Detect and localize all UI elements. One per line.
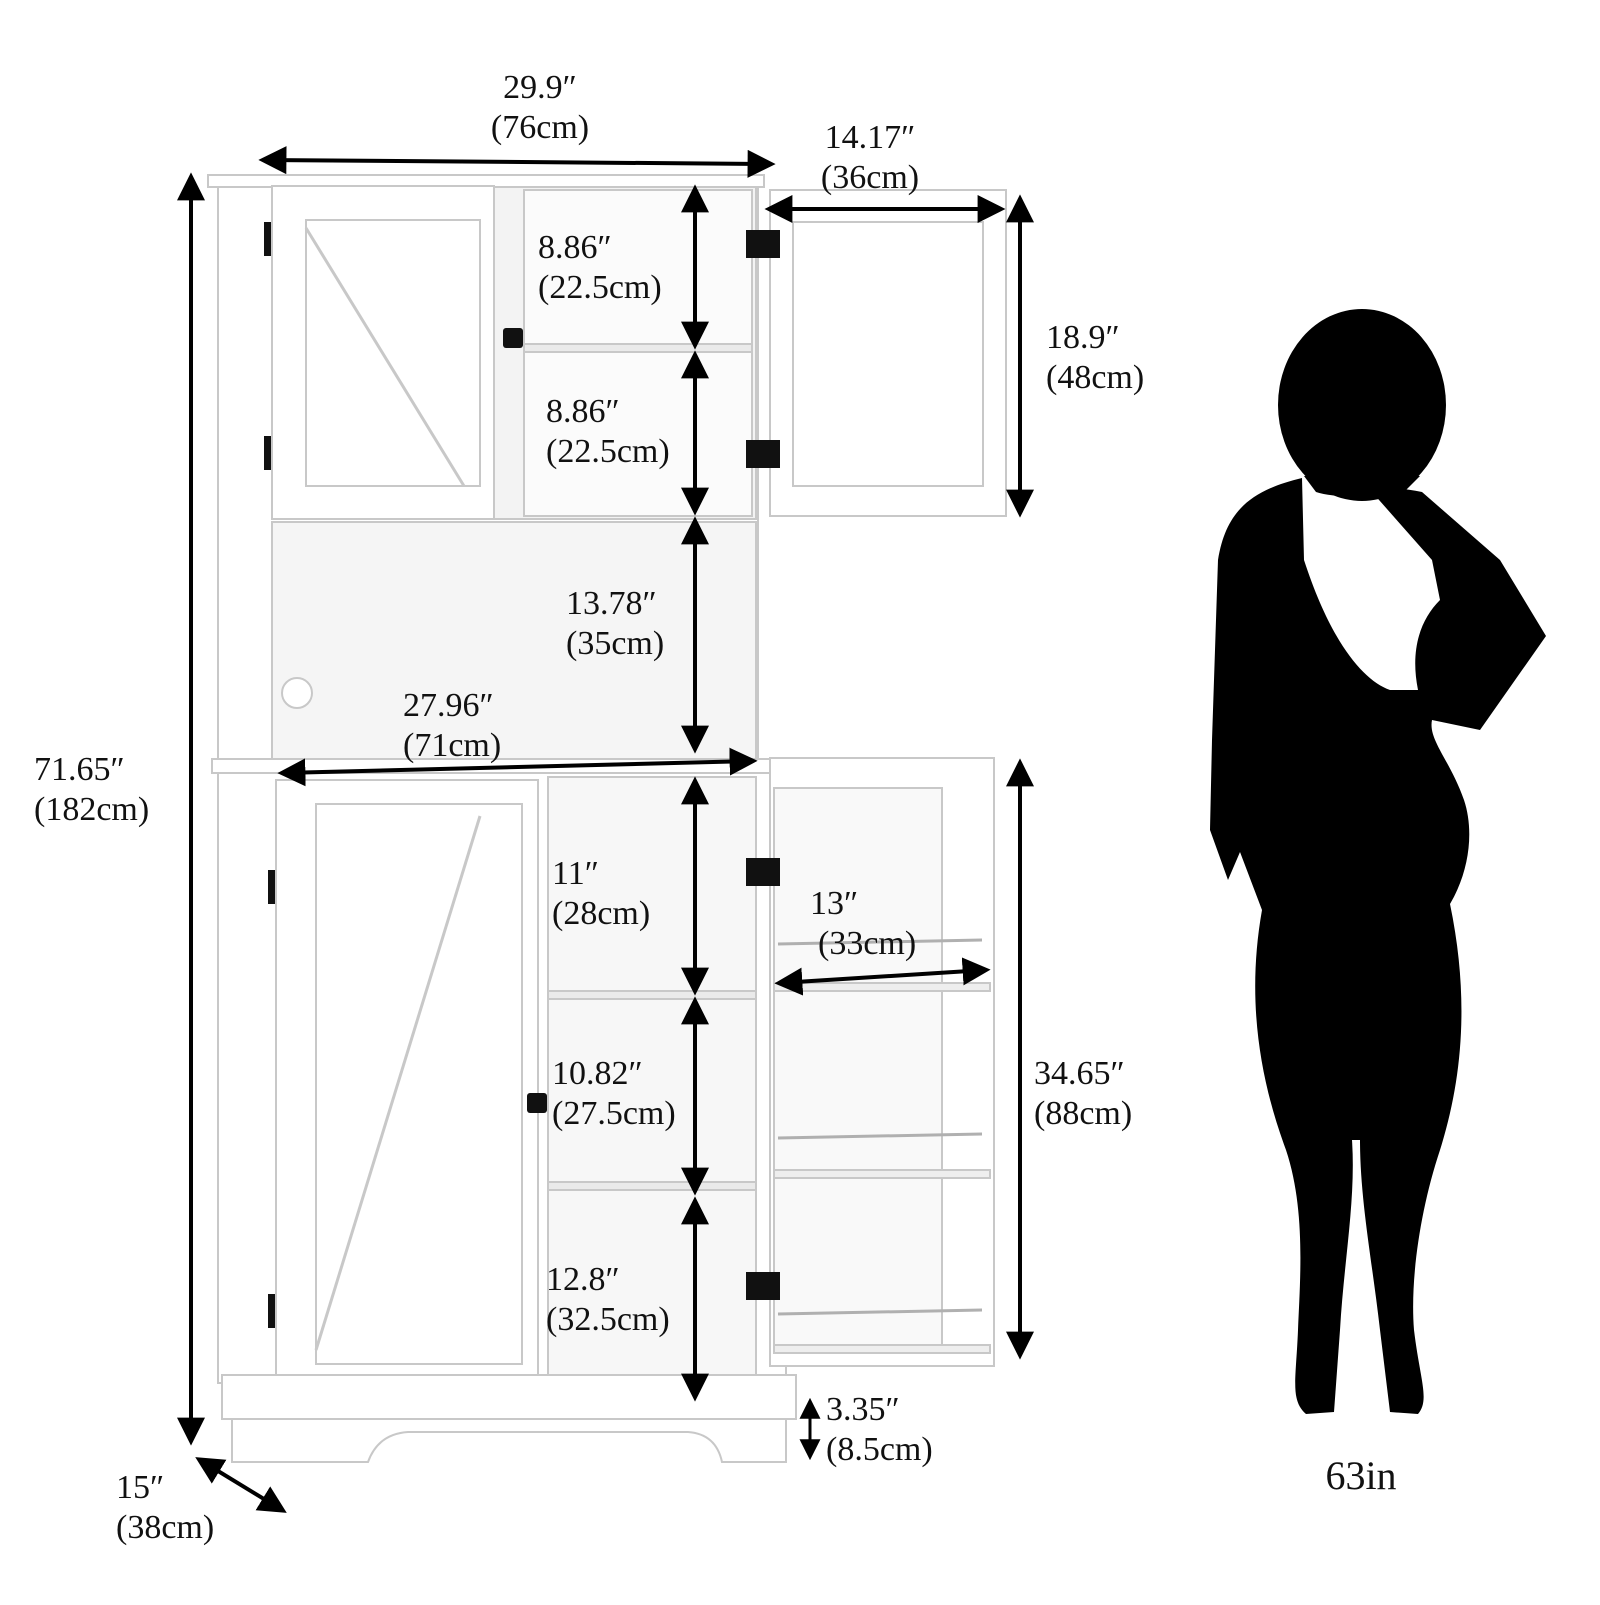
label-lower-shelf-1-in: 11″ [552, 855, 599, 892]
label-door-width-cm: (36cm) [820, 159, 920, 196]
upper-hutch [207, 174, 1007, 760]
hinge-ll-2 [268, 1294, 275, 1328]
label-person-height-value: 63in [1325, 1453, 1397, 1498]
silhouette-head [1278, 309, 1446, 501]
hinge-lr-1 [746, 858, 780, 886]
label-lower-shelf-1: 11″ (28cm) [552, 854, 650, 934]
lower-knob [527, 1093, 547, 1113]
label-lower-shelf-3: 12.8″ (32.5cm) [546, 1260, 670, 1340]
label-upper-door-height-cm: (48cm) [1046, 359, 1145, 396]
label-base-height-in: 3.35″ [826, 1391, 900, 1428]
cable-hole [281, 677, 313, 709]
label-countertop-width: 27.96″ (71cm) [403, 686, 501, 766]
label-overall-height: 71.65″ (182cm) [34, 750, 149, 830]
label-lower-shelf-3-cm: (32.5cm) [546, 1301, 670, 1338]
door-rack-rail-2 [777, 1132, 983, 1140]
lower-shelf-board-1 [547, 990, 757, 1000]
label-base-height-cm: (8.5cm) [826, 1431, 933, 1468]
label-depth-in: 15″ [116, 1469, 165, 1506]
label-upper-shelf-2: 8.86″ (22.5cm) [546, 392, 670, 472]
label-countertop-width-cm: (71cm) [403, 727, 502, 764]
lower-shelf-board-2 [547, 1181, 757, 1191]
label-open-shelf-in: 13.78″ [566, 585, 657, 622]
hinge-lr-2 [746, 1272, 780, 1300]
label-overall-height-in: 71.65″ [34, 751, 125, 788]
door-rack-shelf-3 [773, 1344, 991, 1354]
label-overall-width-in: 29.9″ [503, 69, 577, 106]
hinge-ul-1 [264, 222, 271, 256]
label-door-rack-width: 13″ (33cm) [810, 884, 916, 964]
label-lower-shelf-2-in: 10.82″ [552, 1055, 643, 1092]
label-depth: 15″ (38cm) [116, 1468, 214, 1548]
label-upper-shelf-2-cm: (22.5cm) [546, 433, 670, 470]
label-lower-door-height-cm: (88cm) [1034, 1095, 1133, 1132]
label-upper-door-height: 18.9″ (48cm) [1046, 318, 1144, 398]
label-person-height: 63in [1296, 1456, 1426, 1496]
base-feet [231, 1418, 787, 1463]
lower-cabinet [211, 757, 995, 1463]
lower-shelf-interior [547, 776, 757, 1378]
label-open-shelf: 13.78″ (35cm) [566, 584, 664, 664]
arrow-door-rack-width [774, 957, 991, 996]
label-lower-shelf-1-cm: (28cm) [552, 895, 651, 932]
label-lower-door-height-in: 34.65″ [1034, 1055, 1125, 1092]
hinge-ul-2 [264, 436, 271, 470]
label-lower-shelf-3-in: 12.8″ [546, 1261, 620, 1298]
door-rack-rail-3 [777, 1308, 983, 1316]
upper-shelf-board [523, 343, 753, 353]
label-upper-shelf-1-cm: (22.5cm) [538, 269, 662, 306]
arrow-overall-width [258, 146, 776, 178]
upper-knob [503, 328, 523, 348]
label-upper-shelf-2-in: 8.86″ [546, 393, 620, 430]
open-shelf-cavity [271, 521, 757, 760]
label-open-shelf-cm: (35cm) [566, 625, 665, 662]
person-silhouette [1210, 309, 1546, 1414]
upper-right-door-panel [792, 221, 984, 487]
label-upper-shelf-1: 8.86″ (22.5cm) [538, 228, 662, 308]
arrow-countertop-width [277, 747, 758, 787]
door-rack-shelf-2 [773, 1169, 991, 1179]
lower-left-door-panel [315, 803, 523, 1365]
label-door-width: 14.17″ (36cm) [810, 118, 930, 198]
dimension-arrows [177, 146, 1034, 1513]
base-plinth [221, 1374, 797, 1420]
arrow-depth [195, 1457, 287, 1513]
hardware [264, 222, 780, 1328]
label-overall-height-cm: (182cm) [34, 791, 150, 828]
upper-left-door-panel [305, 219, 481, 487]
label-door-rack-width-in: 13″ [810, 885, 859, 922]
lower-left-door-brace [314, 815, 482, 1351]
silhouette-body [1210, 478, 1546, 1414]
label-lower-door-height: 34.65″ (88cm) [1034, 1054, 1132, 1134]
label-lower-shelf-2-cm: (27.5cm) [552, 1095, 676, 1132]
label-overall-width-cm: (76cm) [490, 109, 590, 146]
label-overall-width: 29.9″ (76cm) [455, 68, 625, 148]
lower-right-door-rack [773, 787, 943, 1349]
door-rack-rail-1 [777, 938, 983, 946]
hinge-ur-1 [746, 230, 780, 258]
label-lower-shelf-2: 10.82″ (27.5cm) [552, 1054, 676, 1134]
upper-left-door-brace [304, 227, 466, 487]
label-depth-cm: (38cm) [116, 1509, 215, 1546]
label-upper-shelf-1-in: 8.86″ [538, 229, 612, 266]
label-door-width-in: 14.17″ [824, 119, 916, 156]
label-countertop-width-in: 27.96″ [403, 687, 494, 724]
label-door-rack-width-cm: (33cm) [818, 925, 917, 962]
hinge-ur-2 [746, 440, 780, 468]
label-upper-door-height-in: 18.9″ [1046, 319, 1120, 356]
door-rack-shelf-1 [773, 982, 991, 992]
hinge-ll-1 [268, 870, 275, 904]
label-base-height: 3.35″ (8.5cm) [826, 1390, 933, 1470]
